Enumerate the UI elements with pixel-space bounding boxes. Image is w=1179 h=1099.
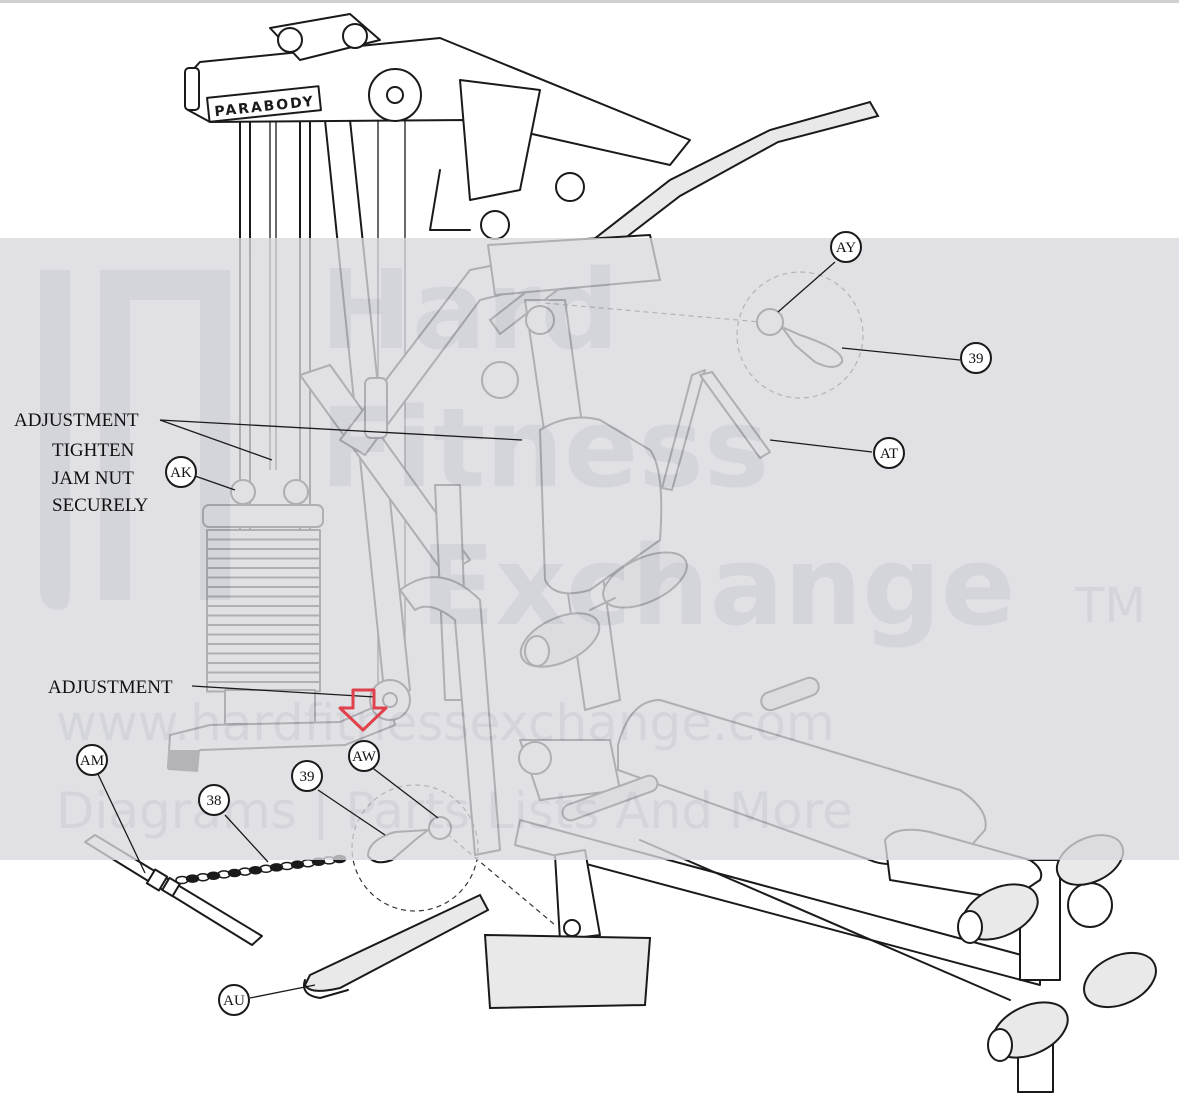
watermark-line1: Hard bbox=[320, 246, 619, 374]
callouts: AY 39 AT AK AW AM 38 39 bbox=[76, 231, 992, 1016]
label-securely: SECURELY bbox=[52, 495, 149, 516]
callout-AW: AW bbox=[348, 740, 380, 772]
callout-AU: AU bbox=[218, 984, 250, 1016]
svg-text:AM: AM bbox=[80, 753, 104, 769]
svg-text:38: 38 bbox=[207, 793, 222, 809]
callout-38: 38 bbox=[198, 784, 230, 816]
callout-39-bottom: 39 bbox=[291, 760, 323, 792]
ankle-strap-icon bbox=[303, 893, 490, 999]
svg-text:AW: AW bbox=[352, 749, 377, 765]
watermark-line3: Exchange bbox=[420, 522, 1016, 650]
chain-link bbox=[185, 874, 200, 883]
watermark-tagline: Diagrams | Parts Lists And More bbox=[56, 782, 853, 840]
svg-text:AU: AU bbox=[223, 993, 245, 1009]
watermark-line2: Fitness bbox=[320, 384, 769, 512]
label-adjustment-top: ADJUSTMENT bbox=[14, 410, 139, 431]
top-frame bbox=[184, 13, 691, 240]
callout-AY: AY bbox=[830, 231, 862, 263]
watermark-url: www.hardfitnessexchange.com bbox=[56, 694, 835, 752]
brand-plate bbox=[206, 85, 322, 123]
svg-text:39: 39 bbox=[969, 351, 984, 367]
callout-AM: AM bbox=[76, 744, 108, 776]
label-jam-nut: JAM NUT bbox=[52, 468, 134, 489]
label-tighten: TIGHTEN bbox=[52, 440, 135, 461]
watermark-tm: TM bbox=[1074, 578, 1146, 634]
watermark-band bbox=[0, 238, 1179, 860]
foot-plate bbox=[483, 849, 652, 1010]
svg-text:39: 39 bbox=[300, 769, 315, 785]
leader-lines bbox=[95, 261, 961, 999]
callout-39-top: 39 bbox=[960, 342, 992, 374]
chain-link bbox=[290, 860, 305, 869]
svg-text:AT: AT bbox=[880, 446, 898, 462]
annotation-labels: ADJUSTMENT TIGHTEN JAM NUT SECURELY ADJU… bbox=[14, 410, 173, 698]
svg-text:AY: AY bbox=[836, 240, 856, 256]
callout-AK: AK bbox=[165, 456, 197, 488]
top-border bbox=[0, 0, 1179, 3]
watermark-logo-mark bbox=[40, 270, 230, 610]
chain-link bbox=[248, 865, 263, 875]
red-down-arrow-icon bbox=[338, 688, 388, 732]
watermark: Hard Fitness Exchange TM www.hardfitness… bbox=[0, 238, 1179, 860]
svg-text:AK: AK bbox=[170, 465, 192, 481]
callout-AT: AT bbox=[873, 437, 905, 469]
chain-link bbox=[206, 871, 221, 881]
label-adjustment-bottom: ADJUSTMENT bbox=[48, 677, 173, 698]
chain-link bbox=[269, 863, 284, 872]
chain-link bbox=[227, 868, 242, 878]
